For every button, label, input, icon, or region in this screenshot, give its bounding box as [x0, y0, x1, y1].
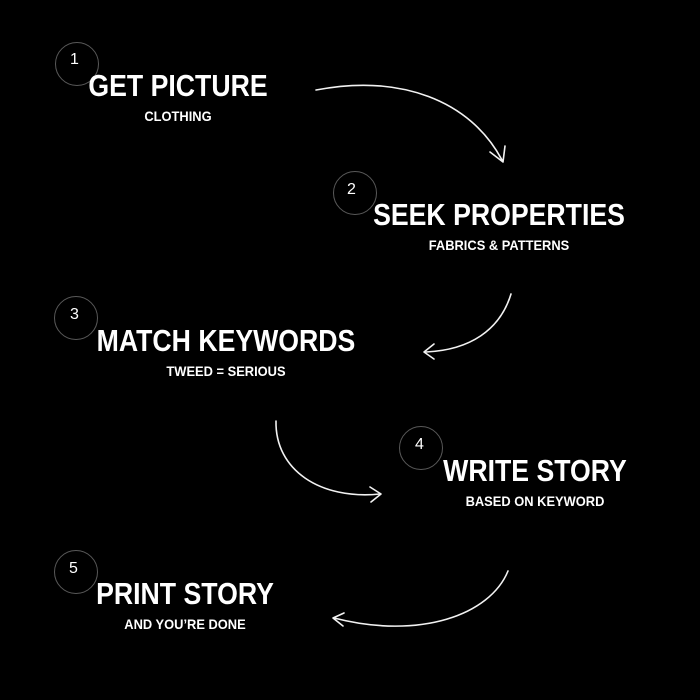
step-5-number: 5 — [69, 560, 78, 577]
step-2: SEEK PROPERTIES FABRICS & PATTERNS — [337, 199, 661, 252]
step-4: WRITE STORY BASED ON KEYWORD — [418, 455, 652, 508]
step-3-subtitle: TWEED = SERIOUS — [166, 363, 286, 379]
arrow-step3-to-step4 — [275, 420, 382, 503]
step-5-number-circle — [54, 550, 98, 594]
step-5-title: PRINT STORY — [96, 576, 274, 611]
step-3: MATCH KEYWORDS TWEED = SERIOUS — [64, 325, 388, 378]
step-1: GET PICTURE CLOTHING — [60, 70, 296, 123]
step-3-title: MATCH KEYWORDS — [96, 323, 356, 358]
arrow-step1-to-step2 — [315, 84, 506, 163]
step-4-title: WRITE STORY — [443, 453, 627, 488]
arrow-step2-to-step3 — [423, 293, 512, 360]
arrow-step4-to-step5 — [332, 570, 509, 627]
step-1-number: 1 — [70, 51, 79, 68]
step-1-number-circle — [55, 42, 99, 86]
step-1-title: GET PICTURE — [88, 68, 268, 103]
step-5: PRINT STORY AND YOU’RE DONE — [74, 578, 296, 631]
step-3-number-circle — [54, 296, 98, 340]
step-4-number-circle — [399, 426, 443, 470]
step-1-subtitle: CLOTHING — [144, 108, 212, 124]
step-4-number: 4 — [415, 436, 424, 453]
step-2-number-circle — [333, 171, 377, 215]
step-2-number: 2 — [347, 181, 356, 198]
step-2-title: SEEK PROPERTIES — [373, 197, 625, 232]
step-4-subtitle: BASED ON KEYWORD — [465, 493, 605, 509]
step-5-subtitle: AND YOU’RE DONE — [124, 616, 246, 632]
step-2-subtitle: FABRICS & PATTERNS — [428, 237, 570, 253]
step-3-number: 3 — [70, 306, 79, 323]
